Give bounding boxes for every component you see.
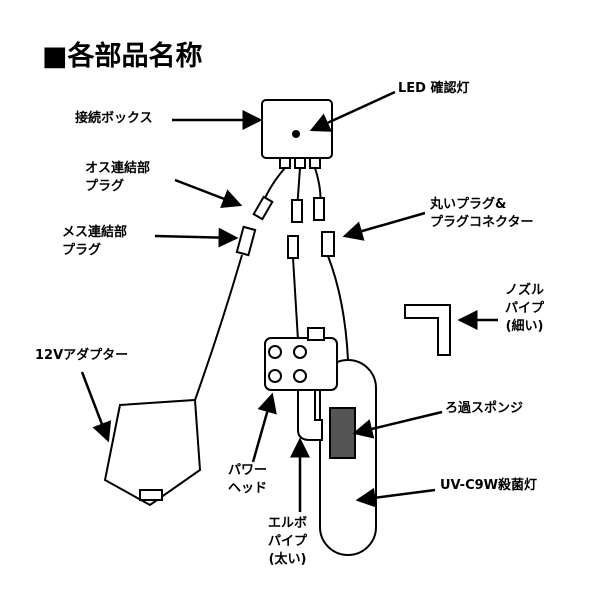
label-line: 丸いプラグ& (430, 197, 507, 212)
adapter (103, 398, 202, 507)
nozzle-pipe (404, 304, 451, 356)
label-led: LED 確認灯 (398, 81, 470, 96)
label-line: (細い) (505, 319, 544, 334)
filter-sponge (329, 407, 356, 459)
label-line: パイプ (505, 301, 545, 316)
label-line: オス連結部 (85, 161, 151, 176)
label-line: パワー (228, 463, 268, 478)
label-elbow-pipe: エルボパイプ (太い) (268, 515, 307, 569)
label-line: プラグ (85, 179, 125, 194)
label-uv-lamp: UV-C9W殺菌灯 (440, 478, 537, 493)
label-line: パイプ (268, 534, 308, 549)
round-plug-connector (321, 231, 335, 257)
label-male-plug: オス連結部プラグ (85, 160, 150, 196)
label-line: プラグコネクター (430, 215, 534, 230)
label-line: ノズル (505, 283, 545, 298)
label-line: (太い) (268, 552, 307, 567)
female-plug (235, 225, 257, 257)
label-sponge: ろ過スポンジ (445, 401, 524, 416)
label-line: メス連結部 (62, 225, 128, 240)
label-nozzle-pipe: ノズルパイプ (細い) (505, 282, 544, 336)
male-plug (252, 195, 274, 221)
led-indicator (292, 130, 300, 138)
power-head (264, 337, 338, 391)
label-power-head: パワーヘッド (228, 462, 267, 498)
label-line: プラグ (62, 243, 102, 258)
page-title: ■各部品名称 (42, 41, 203, 72)
label-adapter: 12Vアダプター (35, 348, 129, 363)
label-connection-box: 接続ボックス (75, 111, 153, 126)
label-line: エルボ (268, 516, 308, 531)
label-female-plug: メス連結部プラグ (62, 224, 127, 260)
connection-box (261, 99, 333, 159)
elbow-pipe (297, 385, 323, 441)
label-line: ヘッド (228, 481, 268, 496)
label-round-plug: 丸いプラグ&プラグコネクター (430, 196, 533, 232)
